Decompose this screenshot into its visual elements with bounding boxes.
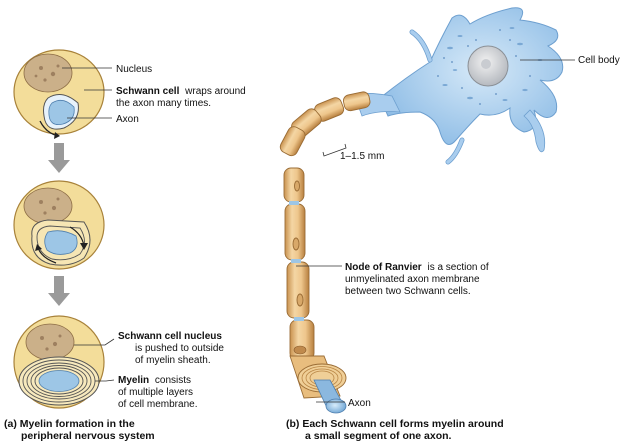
label-schwann-cell-rest: wraps around [184,86,246,97]
label-schwann-nucleus-rest-2: of myelin sheath. [135,355,211,366]
label-myelin-rest-3: of cell membrane. [118,399,197,410]
label-axon-right: Axon [348,398,371,409]
label-node-rest-2: unmyelinated axon membrane [345,274,480,285]
label-myelin-rest-1: consists [155,375,191,386]
axon-shape-2 [45,231,77,255]
left-labels: Nucleus Schwann cell wraps around the ax… [116,64,246,410]
down-arrow-1 [48,143,70,173]
label-schwann-nucleus: Schwann cell nucleus [118,331,222,342]
myelinated-axon [278,91,371,360]
label-scale: 1–1.5 mm [340,151,384,162]
axon-end-cap [326,399,346,413]
svg-text:Node of Ranvier is a secti: Node of Ranvier is a section of [345,262,489,273]
label-cell-body: Cell body [578,55,620,66]
myelin-cross-section [290,346,346,413]
svg-text:Myelin consists: Myelin consists [118,375,191,386]
axon-shape-3 [39,371,79,392]
label-myelin: Myelin [118,375,149,386]
schwann-stage-3 [14,316,104,408]
label-schwann-cell: Schwann cell [116,86,180,97]
label-schwann-cell-rest-2: the axon many times. [116,98,211,109]
label-schwann-nucleus-rest-1: is pushed to outside [135,343,224,354]
label-node-of-ranvier: Node of Ranvier [345,262,422,273]
schwann-stage-2 [14,181,104,269]
schwann-stage-1 [14,50,104,139]
neuron-cell-body [380,8,563,162]
label-myelin-rest-2: of multiple layers [118,387,193,398]
caption-a-line-2: peripheral nervous system [21,430,155,442]
label-nucleus: Nucleus [116,64,152,75]
svg-text:Schwann cell wraps aroun: Schwann cell wraps around [116,86,246,97]
caption-b-line-1: (b) Each Schwann cell forms myelin aroun… [286,418,504,430]
label-node-rest-1: is a section of [427,262,488,273]
label-axon-left: Axon [116,114,139,125]
down-arrow-2 [48,276,70,306]
caption-a-line-1: (a) Myelin formation in the [4,418,135,430]
label-node-rest-3: between two Schwann cells. [345,286,471,297]
nucleus-shape [24,54,72,92]
caption-b-line-2: a small segment of one axon. [305,430,452,442]
